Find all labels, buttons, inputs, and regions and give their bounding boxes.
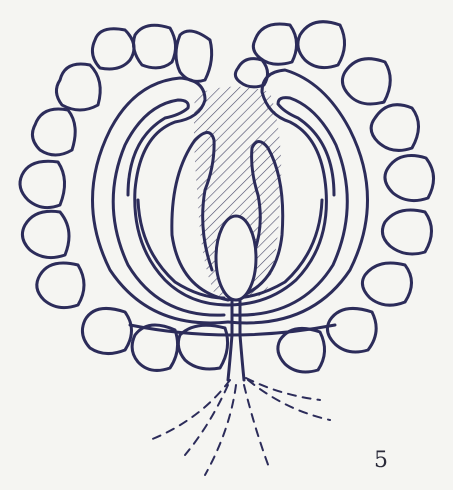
diagram-ink [20, 22, 434, 380]
lobe-right-3 [385, 156, 434, 201]
figure-number: 5 [374, 448, 388, 473]
lobe-right-4 [371, 105, 418, 151]
lobe-left-2 [32, 109, 75, 155]
root-line-2 [185, 385, 228, 455]
lobe-bottom-left-1 [82, 308, 131, 353]
lobe-right-1 [362, 263, 411, 305]
lobe-right-5 [342, 59, 390, 104]
lobe-left-4 [22, 211, 69, 257]
lobe-right-2 [382, 210, 431, 254]
root-line-4 [244, 385, 270, 470]
stalk-right [240, 300, 244, 380]
lobe-top-left-3 [176, 31, 212, 81]
lobe-top-left-2 [134, 25, 176, 68]
lobe-left-3 [20, 161, 65, 207]
root-line-6 [246, 378, 320, 400]
lobe-bottom-right-2 [327, 308, 376, 352]
lobe-left-5 [37, 263, 84, 308]
central-oval [216, 216, 256, 300]
lobe-top-right-1 [298, 22, 345, 68]
lobe-top-left-1 [92, 29, 134, 69]
root-lines [150, 378, 330, 475]
lobe-left-1 [56, 64, 100, 110]
root-line-1 [150, 380, 230, 440]
lobe-bottom-right-1 [278, 328, 325, 372]
